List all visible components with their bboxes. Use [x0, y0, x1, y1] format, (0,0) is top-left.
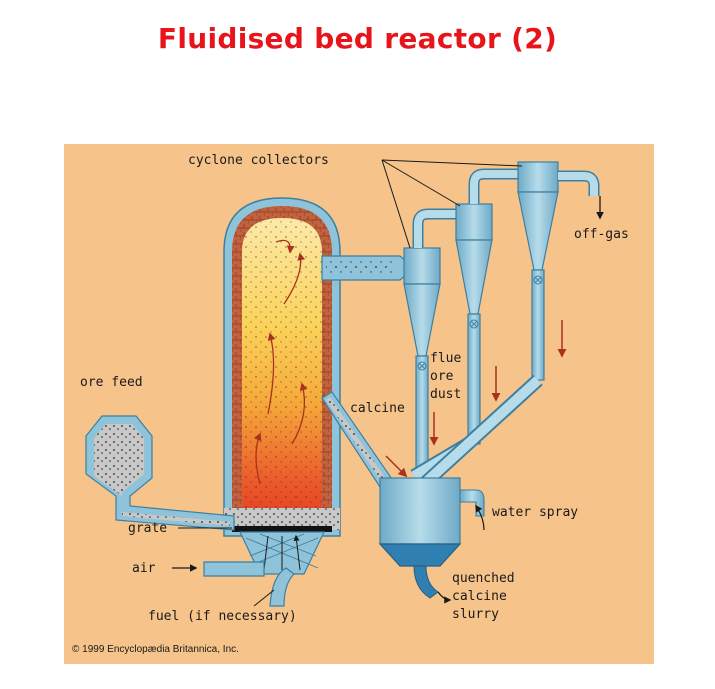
reactor-diagram: cyclone collectors off-gas flue ore dust… [64, 144, 654, 664]
label-fuel: fuel (if necessary) [148, 609, 297, 624]
page-title: Fluidised bed reactor (2) [157, 22, 558, 55]
reactor-vessel [223, 197, 341, 537]
label-quenched-calcine: calcine [452, 589, 507, 604]
label-ore: ore [430, 369, 454, 384]
label-ore-feed: ore feed [80, 375, 143, 390]
label-grate: grate [128, 521, 167, 536]
cyclone-1 [403, 208, 462, 481]
cyclone-2 [455, 168, 518, 445]
cyclone-leader-lines [178, 159, 523, 607]
label-calcine: calcine [350, 401, 405, 416]
copyright-notice: © 1999 Encyclopædia Britannica, Inc. [72, 644, 239, 655]
label-dust: dust [430, 387, 461, 402]
label-cyclone-collectors: cyclone collectors [188, 153, 329, 168]
diagram-background [64, 144, 654, 664]
label-water-spray: water spray [492, 505, 578, 520]
fuel-pipe [269, 567, 295, 607]
cyclone-3 [517, 161, 600, 381]
label-air: air [132, 561, 156, 576]
air-pipe [203, 561, 265, 577]
label-flue: flue [430, 351, 461, 366]
label-quenched: quenched [452, 571, 515, 586]
label-slurry: slurry [452, 607, 499, 622]
ore-feed-hopper [85, 415, 235, 531]
dust-return-legs [410, 374, 543, 490]
outlet-duct [321, 255, 415, 281]
grate [232, 526, 332, 532]
quench-tank [378, 477, 485, 599]
label-off-gas: off-gas [574, 227, 629, 242]
flow-arrows [172, 196, 604, 604]
